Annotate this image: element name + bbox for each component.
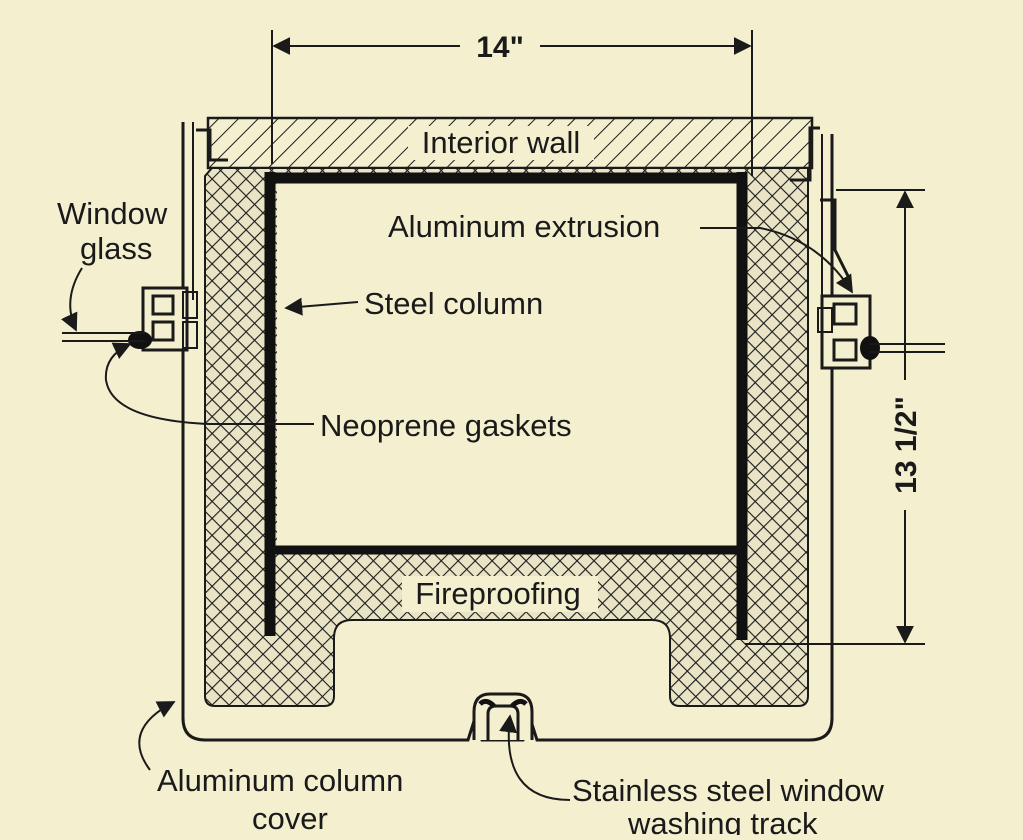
leader-column-cover <box>138 701 176 771</box>
column-void <box>277 180 739 550</box>
column-cover-label-line2: cover <box>252 801 328 835</box>
washing-track-label-line1: Stainless steel window <box>572 773 884 808</box>
leader-washing-track <box>499 714 571 801</box>
window-glass-label-line2: glass <box>80 231 152 266</box>
steel-column <box>264 172 748 640</box>
width-dimension <box>271 30 753 176</box>
aluminum-extrusion-label: Aluminum extrusion <box>388 209 660 244</box>
fireproofing-label: Fireproofing <box>415 576 580 611</box>
height-dimension <box>745 189 925 645</box>
aluminum-extrusion-left <box>196 128 228 162</box>
window-glass-right <box>870 343 945 353</box>
fireproofing-label-bg <box>402 576 598 612</box>
column-cover-label-line1: Aluminum column <box>157 763 403 798</box>
leader-aluminum-extrusion <box>700 227 853 294</box>
neoprene-gaskets-label: Neoprene gaskets <box>320 408 572 443</box>
width-dimension-label: 14" <box>476 31 524 64</box>
window-glass-label-line1: Window <box>57 196 168 231</box>
leader-steel-column <box>284 297 359 316</box>
height-dimension-label: 13 1/2" <box>890 396 923 494</box>
leader-window-glass <box>60 267 83 332</box>
interior-wall-label: Interior wall <box>422 125 581 160</box>
steel-column-label: Steel column <box>364 286 543 321</box>
washing-track-label-line2: washing track <box>627 806 818 835</box>
neoprene-gasket-right <box>860 336 880 360</box>
window-glass-left <box>62 332 145 342</box>
aluminum-extrusion-right <box>790 126 852 281</box>
leader-neoprene-gaskets <box>104 342 314 425</box>
track-gasket <box>478 698 528 708</box>
window-mullion-right <box>817 294 872 370</box>
interior-wall-label-bg <box>408 126 594 160</box>
